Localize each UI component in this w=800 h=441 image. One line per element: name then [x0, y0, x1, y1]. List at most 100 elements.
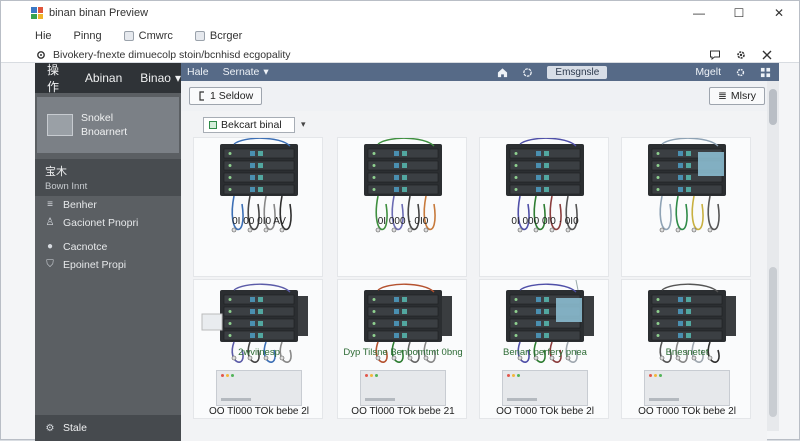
chevron-down-icon: ▾ — [174, 71, 181, 85]
more-button[interactable]: ≣ Mlsry — [709, 87, 765, 105]
view-icon — [123, 31, 134, 41]
sidebar-selected-card[interactable]: Snokel Bnoarnert — [37, 97, 179, 153]
close-icon[interactable] — [761, 49, 773, 61]
sidebar-section[interactable]: 宝木 Bown Innt — [35, 159, 181, 196]
maximize-button[interactable]: ☐ — [733, 6, 745, 20]
window-dots-icon — [649, 374, 662, 377]
server-rack-illustration — [364, 138, 442, 233]
chevron-down-icon: ▾ — [263, 66, 269, 78]
server-rack-illustration — [506, 138, 584, 233]
gear-icon[interactable] — [735, 67, 746, 78]
card-caption: OO Tl000 TOk bebe 21 — [351, 406, 455, 417]
vertical-scrollbar[interactable] — [767, 81, 779, 431]
panel-bar — [649, 398, 679, 401]
toolbar-home-label[interactable]: Hale — [187, 66, 209, 78]
filter-dropdown[interactable]: Bekcart binal — [203, 117, 295, 133]
main-toolbar: Hale Sernate ▾ Emsgnsle Mgelt — [181, 63, 779, 81]
server-rack-illustration — [364, 283, 452, 363]
server-rack-illustration — [648, 283, 736, 363]
window-dots-icon — [221, 374, 234, 377]
server-rack-illustration — [220, 138, 298, 233]
scrollbar-track-segment[interactable] — [769, 267, 777, 417]
device-card[interactable]: 2wviinesp OO Tl000 TOk bebe 2l — [193, 279, 323, 419]
menu-bar: Hie Pinng Cmwrc Bcrger — [1, 25, 799, 47]
toolbar-right-label[interactable]: Mgelt — [695, 66, 721, 78]
device-card[interactable]: Bnesnetet OO T000 TOk bebe 2l — [621, 279, 751, 419]
window-dots-icon — [365, 374, 378, 377]
card-annotation: 2wviinesp — [238, 347, 280, 358]
card-annotation: Benart perfery pnea — [503, 347, 587, 358]
card-caption: OO Tl000 TOk bebe 2l — [208, 406, 310, 417]
sidebar-tab-operations[interactable]: 操作 — [47, 63, 60, 94]
toolbar-action-button[interactable]: Emsgnsle — [547, 65, 608, 79]
sidebar: 操作 Abinan Binao ▾ Snokel Bnoarnert 宝木 Bo… — [35, 63, 181, 441]
person-icon: ♙ — [45, 217, 55, 228]
sidebar-header: 操作 Abinan Binao ▾ — [35, 63, 181, 94]
list-icon: ≡ — [47, 199, 53, 210]
status-panel — [644, 370, 730, 406]
panel-bar — [507, 398, 537, 401]
card-annotation: Dyp Tilsne Benbomtmt 0bng — [343, 347, 463, 358]
sidebar-tab-main[interactable]: Abinan — [84, 71, 123, 85]
sidebar-dropdown[interactable]: Binao ▾ — [140, 71, 181, 85]
user-icon: ● — [46, 241, 54, 252]
server-rack-illustration — [648, 138, 726, 233]
sub-toolbar: 1 Seldow ≣ Mlsry — [181, 81, 767, 111]
menu-item-file[interactable]: Hie — [35, 30, 52, 42]
menu-item-view[interactable]: Cmwrc — [123, 30, 173, 42]
tools-icon — [194, 31, 205, 41]
window-dots-icon — [507, 374, 520, 377]
menu-item-tools[interactable]: Bcrger — [194, 30, 242, 42]
chevron-down-icon[interactable]: ▾ — [301, 119, 306, 129]
home-icon[interactable] — [497, 67, 508, 78]
card-caption: 0I 000 · 0I0 — [377, 216, 429, 227]
device-card[interactable]: Dyp Tilsne Benbomtmt 0bng OO Tl000 TOk be… — [337, 279, 467, 419]
sidebar-footer[interactable]: ⚙ Stale — [35, 415, 181, 441]
address-text: Bivokery-fnexte dimuecolp stoin/bcnhisd … — [53, 48, 291, 61]
bracket-icon — [199, 91, 204, 101]
chat-icon[interactable] — [709, 49, 721, 61]
card-caption: OO T000 TOk bebe 2l — [638, 406, 736, 417]
device-card[interactable] — [621, 137, 751, 277]
settings-gear-icon — [37, 50, 45, 59]
toolbar-dropdown[interactable]: Sernate ▾ — [222, 66, 269, 78]
sidebar-item-benher[interactable]: ≡ Benher — [35, 196, 181, 214]
address-bar[interactable]: Bivokery-fnexte dimuecolp stoin/bcnhisd … — [1, 47, 799, 63]
device-thumbnail-icon — [47, 114, 73, 136]
refresh-icon[interactable] — [522, 67, 533, 78]
device-card[interactable]: 0I 000 · 0I0 — [337, 137, 467, 277]
app-logo-icon — [31, 7, 43, 19]
sidebar-item-properties[interactable]: ♙ Gacionet Pnopri — [45, 217, 139, 229]
status-gear-icon: ⚙ — [45, 422, 55, 434]
gear-icon[interactable] — [735, 49, 747, 61]
card-annotation: Bnesnetet — [665, 347, 709, 358]
panel-bar — [221, 398, 251, 401]
status-panel — [216, 370, 302, 406]
sidebar-item-contacts[interactable]: ● Cacnotce — [46, 241, 108, 253]
device-grid: Bekcart binal ▾ 0I 00 0I0 AV 0I 000 · 0I0… — [181, 111, 767, 441]
shield-icon: ⛉ — [46, 259, 54, 270]
sidebar-item-endpoint[interactable]: ⛉ Epoinet Propi — [46, 259, 127, 271]
device-card[interactable]: Benart perfery pnea OO T000 TOk bebe 2l — [479, 279, 609, 419]
close-button[interactable]: ✕ — [773, 6, 785, 20]
scrollbar-thumb[interactable] — [769, 89, 777, 125]
title-bar: binan binan Preview — ☐ ✕ — [1, 1, 799, 25]
panel-bar — [365, 398, 395, 401]
status-panel — [360, 370, 446, 406]
card-caption: OO T000 TOk bebe 2l — [496, 406, 594, 417]
minimize-button[interactable]: — — [693, 6, 705, 20]
device-card[interactable]: 0I 000 0I0 · 0I0 — [479, 137, 609, 277]
card-caption: 0I 000 0I0 · 0I0 — [511, 216, 579, 227]
device-card[interactable]: 0I 00 0I0 AV — [193, 137, 323, 277]
menu-item-edit[interactable]: Pinng — [73, 30, 102, 42]
server-rack-illustration — [506, 280, 594, 363]
list-icon: ≣ — [718, 90, 727, 102]
grid-icon[interactable] — [760, 67, 771, 78]
select-window-button[interactable]: 1 Seldow — [189, 87, 263, 105]
table-icon — [209, 121, 217, 129]
status-panel — [502, 370, 588, 406]
server-rack-illustration — [201, 283, 308, 363]
window-title: binan binan Preview — [49, 7, 149, 19]
card-caption: 0I 00 0I0 AV — [232, 216, 286, 227]
